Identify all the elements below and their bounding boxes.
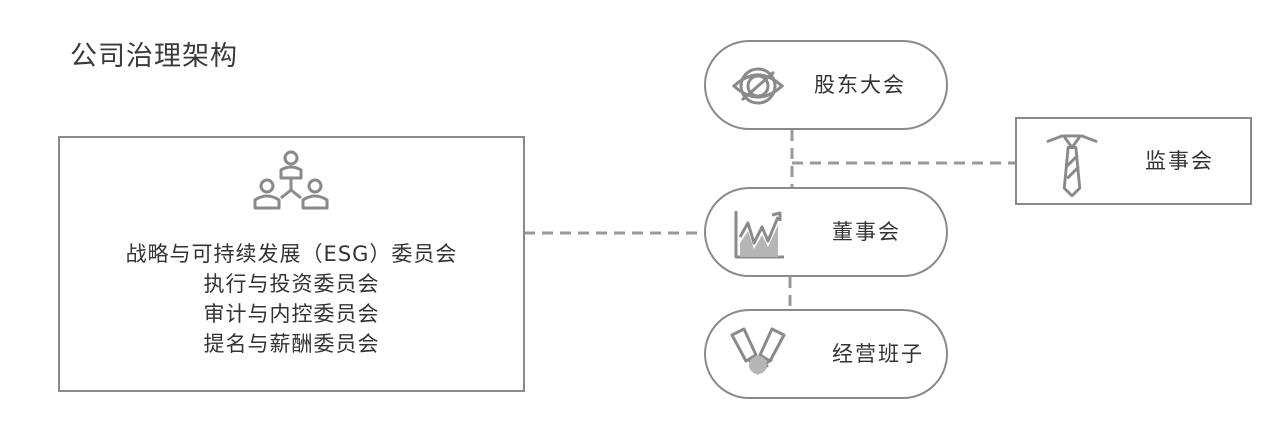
handshake-icon — [730, 327, 786, 375]
node-label: 董事会 — [832, 220, 901, 244]
node-board: 董事会 — [704, 187, 948, 277]
committee-item: 战略与可持续发展（ESG）委员会 — [125, 242, 458, 266]
committees-box: 战略与可持续发展（ESG）委员会 执行与投资委员会 审计与内控委员会 提名与薪酬… — [58, 136, 525, 392]
node-supervisors: 监事会 — [1015, 117, 1252, 205]
node-label: 经营班子 — [832, 342, 924, 366]
page-title: 公司治理架构 — [70, 41, 238, 72]
team-hierarchy-icon — [253, 150, 329, 210]
node-label: 股东大会 — [814, 73, 906, 97]
growth-chart-icon — [734, 211, 784, 259]
node-shareholders: 股东大会 — [704, 40, 948, 130]
eye-icon — [731, 67, 785, 105]
committee-item: 提名与薪酬委员会 — [203, 332, 380, 356]
node-management: 经营班子 — [704, 309, 948, 399]
committee-item: 执行与投资委员会 — [203, 272, 380, 296]
node-label: 监事会 — [1145, 149, 1214, 173]
committee-list: 战略与可持续发展（ESG）委员会 执行与投资委员会 审计与内控委员会 提名与薪酬… — [60, 239, 523, 359]
committee-item: 审计与内控委员会 — [203, 302, 380, 326]
necktie-icon — [1046, 134, 1098, 197]
